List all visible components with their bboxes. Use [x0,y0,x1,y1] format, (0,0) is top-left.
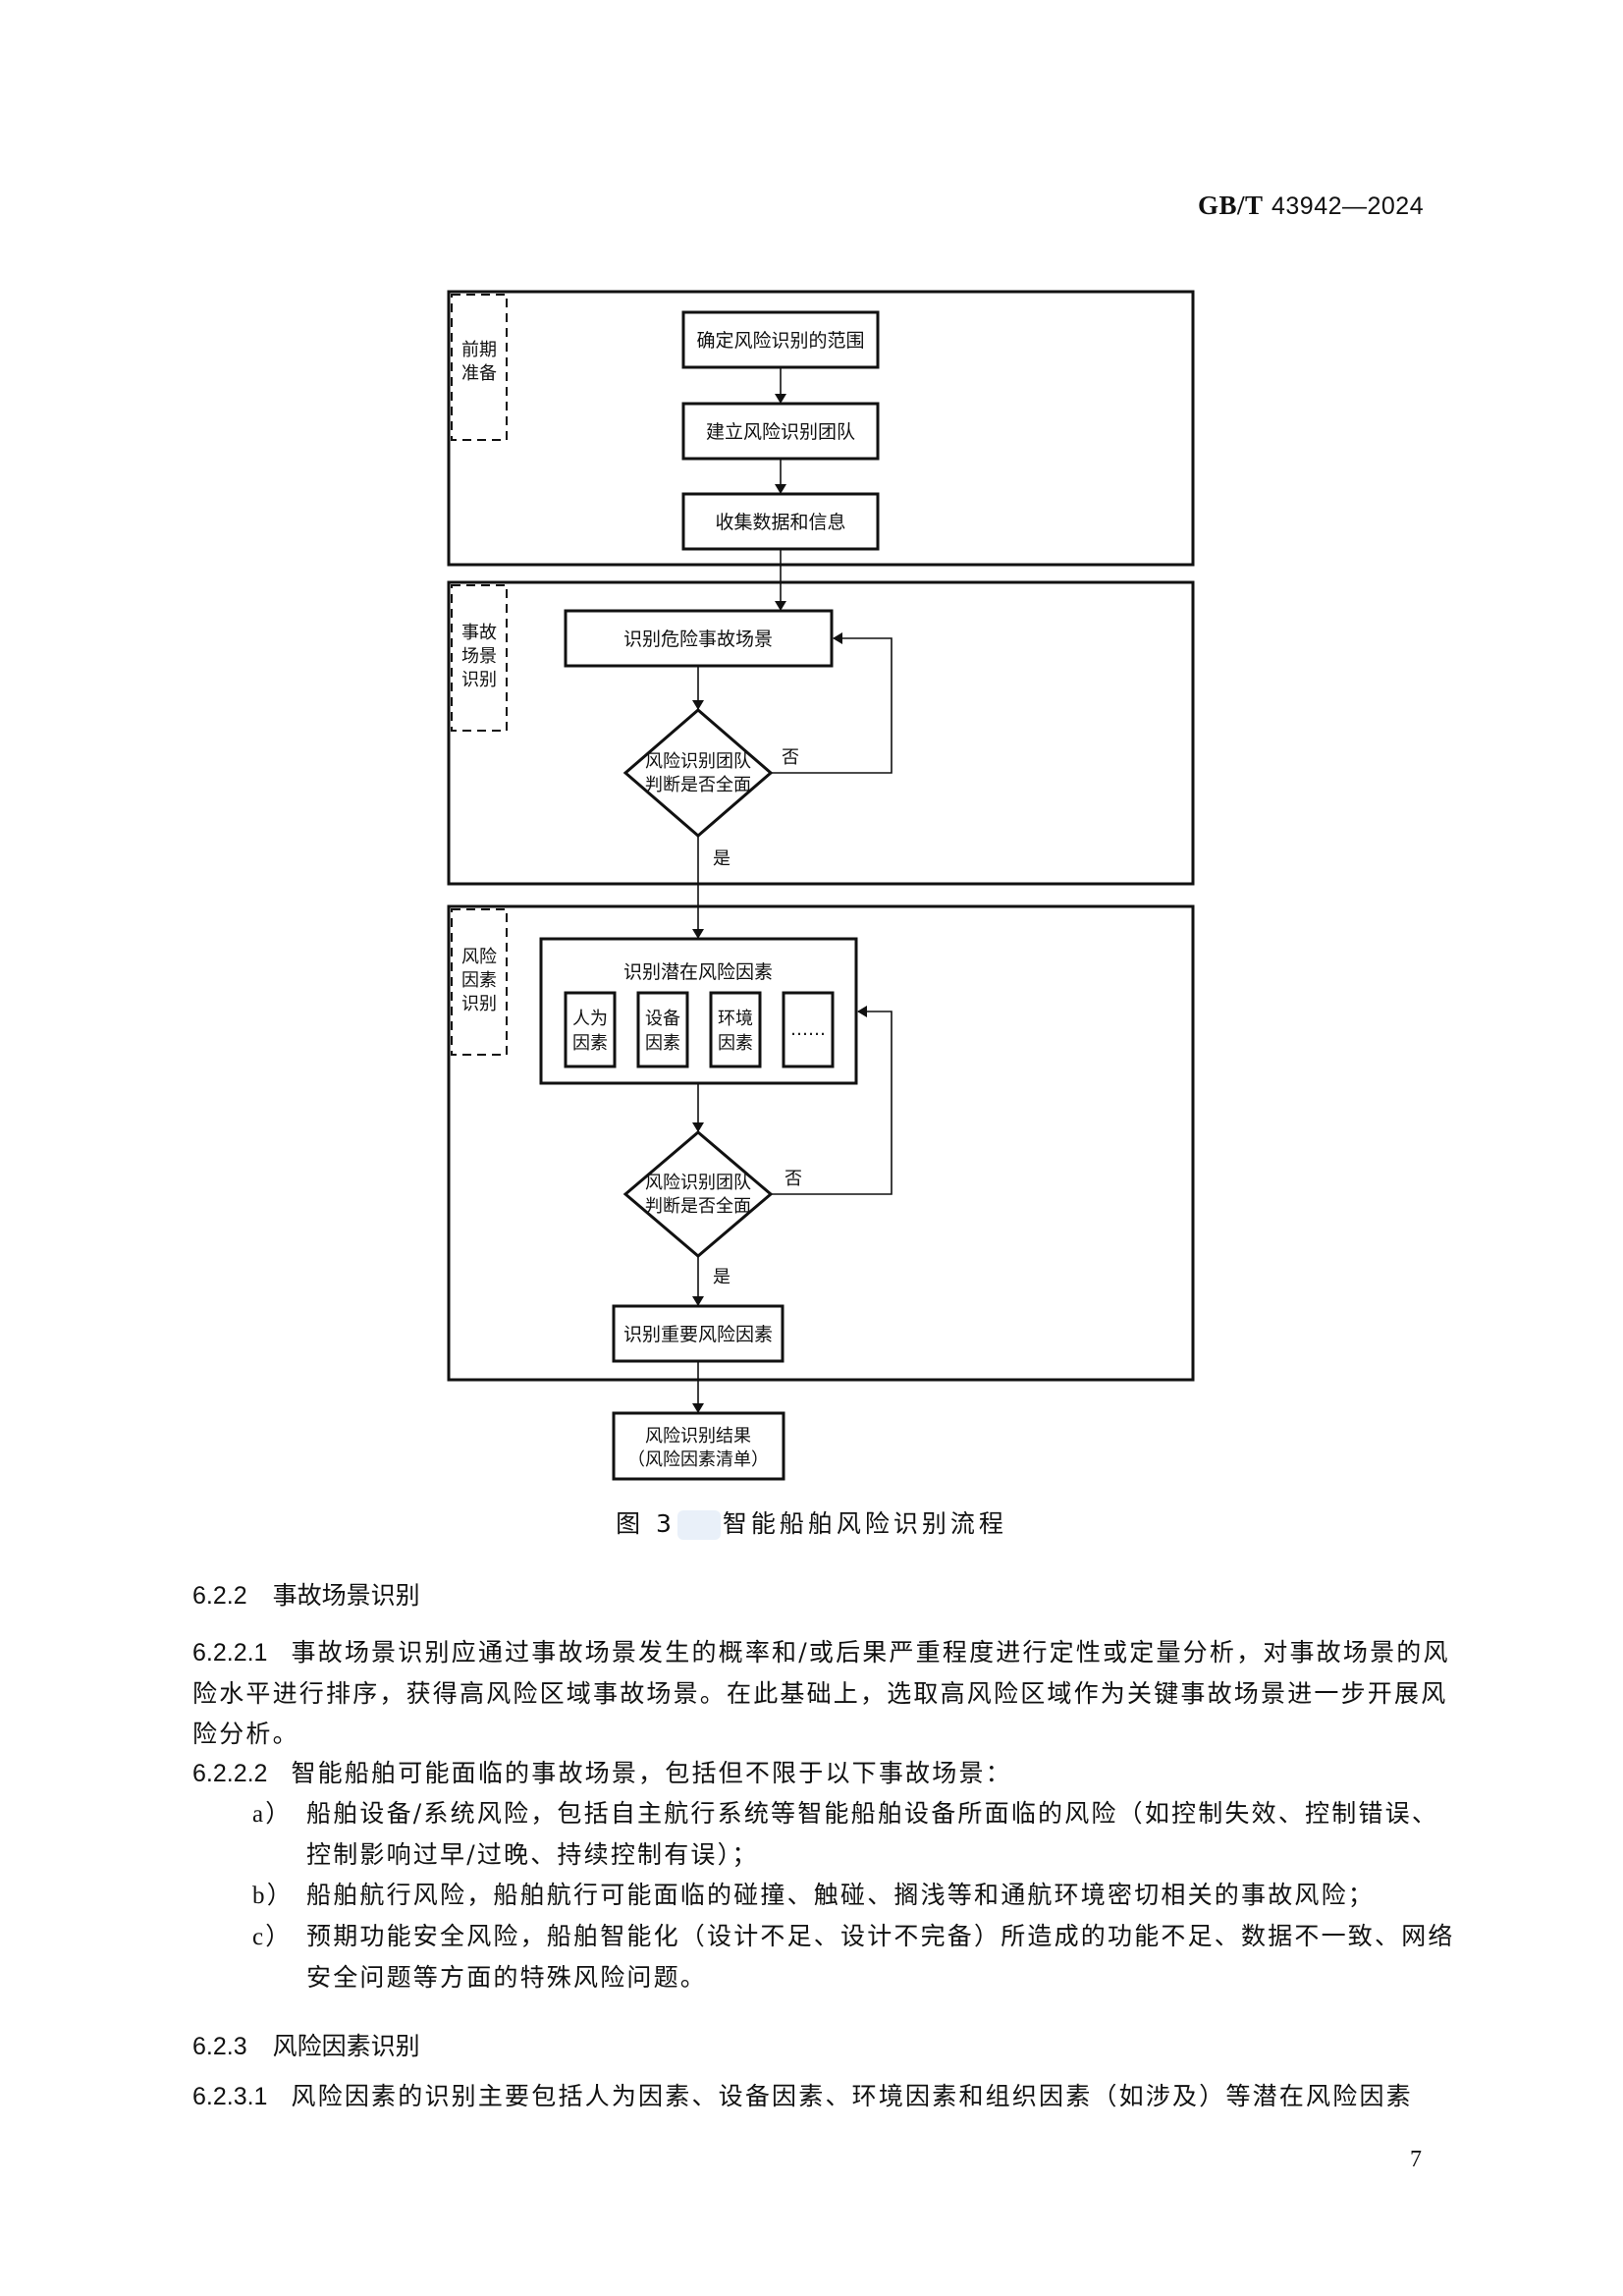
standard-prefix: GB/T [1198,191,1264,220]
step-result: 风险识别结果 （风险因素清单） [612,1411,785,1481]
svg-text:判断是否全面: 判断是否全面 [645,775,751,795]
decision-scenarios-complete: 风险识别团队 判断是否全面 [622,708,774,838]
svg-text:收集数据和信息: 收集数据和信息 [715,512,845,533]
svg-text:建立风险识别团队: 建立风险识别团队 [706,421,855,443]
step-define-scope: 确定风险识别的范围 [681,310,880,369]
svg-text:设备: 设备 [645,1009,680,1029]
phase-frame-scenario-identification: 事故 场景 识别 [447,580,1195,886]
yes-label: 是 [713,848,730,869]
svg-text:风险识别团队: 风险识别团队 [645,751,751,772]
phase-label-line: 场景 [461,646,497,667]
figure-caption: 图 3 智能船舶风险识别流程 [0,1504,1623,1540]
phase-frame-factor-identification: 风险 因素 识别 [447,904,1195,1382]
svg-text:识别潜在风险因素: 识别潜在风险因素 [623,961,773,983]
step-identify-scenarios: 识别危险事故场景 [564,609,834,668]
list-item: b）船舶航行风险，船舶航行可能面临的碰撞、触碰、搁浅等和通航环境密切相关的事故风… [252,1881,1376,1909]
svg-text:人为: 人为 [572,1009,608,1029]
phase-label-line: 事故 [461,623,497,643]
yes-label: 是 [713,1267,730,1287]
factor-box-environment: 环境 因素 [709,991,762,1068]
page-number: 7 [1410,2147,1422,2172]
factor-box-human: 人为 因素 [564,991,617,1068]
svg-text:风险识别结果: 风险识别结果 [645,1426,751,1447]
factor-box-others: …… [782,991,835,1068]
svg-text:（风险因素清单）: （风险因素清单） [627,1449,769,1470]
step-identify-potential-factors: 识别潜在风险因素 人为 因素 设备 因素 环境 因素 …… [539,937,858,1085]
phase-label-line: 风险 [461,947,497,967]
loop-back-arrow [771,632,893,774]
phase-label-line: 前期 [461,340,497,360]
no-label: 否 [782,747,799,768]
svg-text:判断是否全面: 判断是否全面 [645,1196,751,1217]
decision-factors-complete: 风险识别团队 判断是否全面 [622,1130,774,1258]
svg-text:风险识别团队: 风险识别团队 [645,1173,751,1193]
svg-text:因素: 因素 [645,1033,680,1054]
no-label: 否 [784,1169,802,1189]
figure-caption-title: 智能船舶风险识别流程 [722,1509,1007,1538]
step-collect-data: 收集数据和信息 [681,492,880,551]
phase-label-line: 识别 [461,670,497,690]
standard-number: 43942—2024 [1271,192,1425,220]
step-build-team: 建立风险识别团队 [681,402,880,461]
list-item: a）船舶设备/系统风险，包括自主航行系统等智能船舶设备所面临的风险（如控制失效、… [252,1799,1439,1869]
phase-label-line: 识别 [461,994,497,1014]
step-identify-key-factors: 识别重要风险因素 [612,1304,784,1363]
svg-text:识别重要风险因素: 识别重要风险因素 [623,1324,773,1345]
svg-text:识别危险事故场景: 识别危险事故场景 [623,629,773,650]
svg-text:因素: 因素 [718,1033,753,1054]
watermark-logo [676,1510,721,1540]
list-item: c）预期功能安全风险，船舶智能化（设计不足、设计不完备）所造成的功能不足、数据不… [252,1922,1455,1992]
svg-text:环境: 环境 [718,1009,753,1029]
svg-text:确定风险识别的范围: 确定风险识别的范围 [696,330,864,352]
phase-label-line: 准备 [461,363,497,384]
svg-text:……: …… [790,1019,826,1040]
factor-box-equipment: 设备 因素 [636,991,689,1068]
figure-caption-label: 图 3 [616,1509,676,1538]
phase-frame-preparation: 前期 准备 [447,290,1195,567]
standard-code: GB/T 43942—2024 [1198,191,1424,221]
svg-text:因素: 因素 [572,1033,608,1054]
loop-back-arrow [771,1006,893,1195]
scenario-list: a）船舶设备/系统风险，包括自主航行系统等智能船舶设备所面临的风险（如控制失效、… [192,1793,1459,1997]
risk-identification-flowchart: 前期 准备 确定风险识别的范围 建立风险识别团队 收集数据和信息 事故 场景 识… [447,290,1195,1481]
phase-label-line: 因素 [461,970,497,991]
